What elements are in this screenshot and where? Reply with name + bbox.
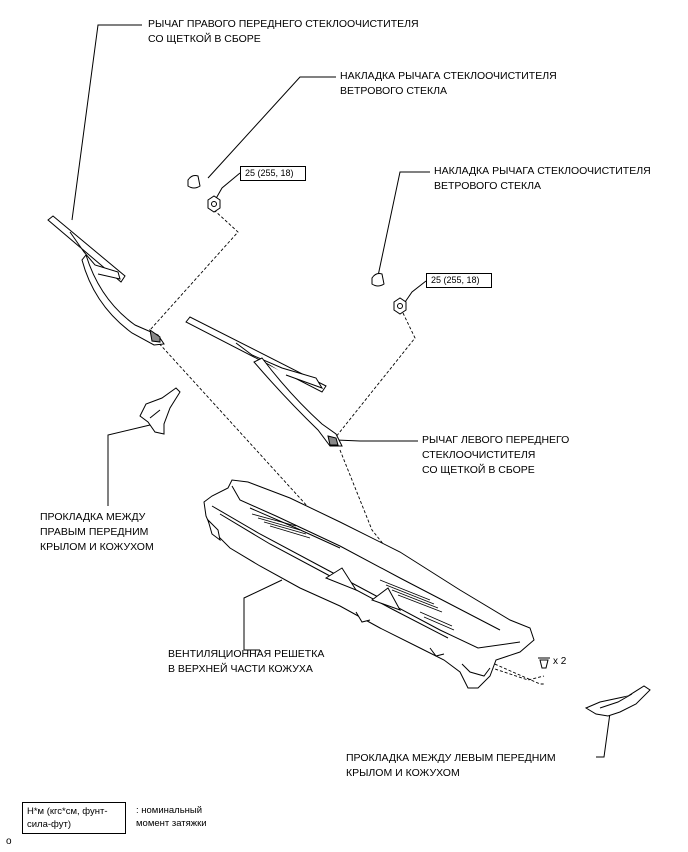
cap-2-label: НАКЛАДКА РЫЧАГА СТЕКЛООЧИСТИТЕЛЯ ВЕТРОВО… — [434, 165, 651, 192]
leader-cowl-louver — [243, 579, 283, 651]
leader-nut-1 — [213, 172, 241, 203]
left-seal-label: ПРОКЛАДКА МЕЖДУ ЛЕВЫМ ПЕРЕДНИМ КРЫЛОМ И … — [346, 752, 556, 779]
dash-cowl-clip2 — [461, 657, 545, 681]
leader-nut-2 — [402, 280, 427, 306]
legend-box: Н*м (кгс*см, фунт- сила-фут) — [22, 802, 126, 834]
dash-nut2-arm — [334, 312, 416, 439]
dash-arm2-cowl — [339, 449, 469, 651]
dash-cowl-clip — [471, 653, 544, 685]
left-wiper-arm-label: РЫЧАГ ЛЕВОГО ПЕРЕДНЕГО СТЕКЛООЧИСТИТЕЛЯ … — [422, 434, 570, 476]
leader-left-seal — [596, 712, 611, 758]
dash-nut1-arm — [149, 209, 239, 331]
leader-right-seal — [107, 424, 151, 506]
leader-cap-1 — [207, 76, 336, 179]
legend-text: : номинальный момент затяжки — [136, 805, 207, 829]
wiper-caps — [187, 175, 385, 287]
cowl-louver-shape — [203, 479, 535, 689]
torque-nut-2: 25 (255, 18) — [426, 273, 492, 288]
cap-1-shape — [187, 175, 201, 189]
corner-mark: o — [6, 836, 12, 847]
right-seal-shape — [139, 387, 181, 435]
cowl-louver-label: ВЕНТИЛЯЦИОННАЯ РЕШЕТКА В ВЕРХНЕЙ ЧАСТИ К… — [168, 648, 325, 675]
right-wiper-arm-shape — [47, 215, 165, 346]
clip-shape — [538, 657, 550, 669]
leader-right-wiper-arm — [71, 24, 142, 221]
cap-2-shape — [371, 273, 385, 287]
right-seal-label: ПРОКЛАДКА МЕЖДУ ПРАВЫМ ПЕРЕДНИМ КРЫЛОМ И… — [40, 511, 154, 553]
wiper-nuts — [207, 195, 407, 315]
left-wiper-arm-shape — [185, 316, 343, 447]
clip-count: x 2 — [553, 656, 567, 667]
left-seal-shape — [584, 685, 651, 717]
leader-left-wiper-arm — [335, 439, 418, 442]
torque-nut-1: 25 (255, 18) — [240, 166, 306, 181]
cap-1-label: НАКЛАДКА РЫЧАГА СТЕКЛООЧИСТИТЕЛЯ ВЕТРОВО… — [340, 70, 557, 97]
leader-cap-2 — [377, 171, 430, 277]
right-wiper-arm-label: РЫЧАГ ПРАВОГО ПЕРЕДНЕГО СТЕКЛООЧИСТИТЕЛЯ… — [148, 18, 419, 45]
